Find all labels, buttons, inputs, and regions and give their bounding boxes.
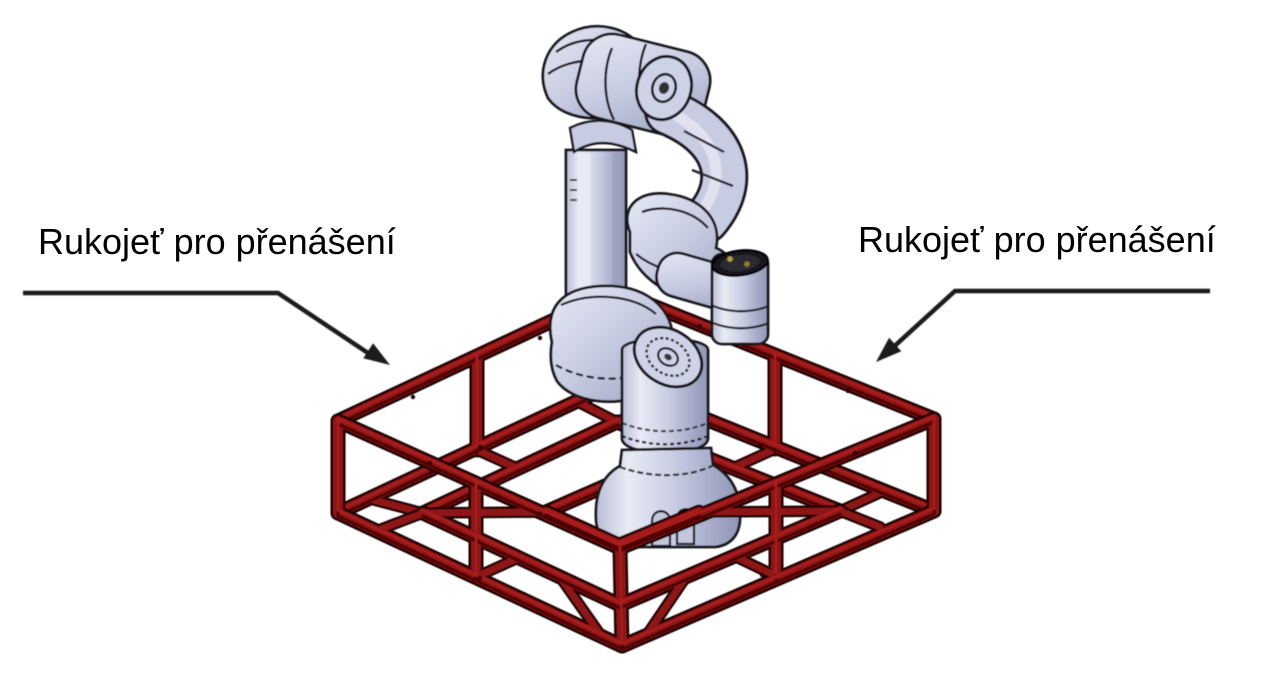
leader-line-left	[23, 290, 373, 357]
leader-line-right	[886, 288, 1210, 354]
callout-label-left: Rukojeť pro přenášení	[38, 221, 396, 262]
arrowhead-left	[363, 343, 390, 365]
base-frame-back	[338, 288, 934, 516]
base-frame-front	[338, 416, 934, 649]
robot-arm	[541, 24, 770, 549]
leader-arrow-right	[876, 288, 1210, 362]
robot-shoulder-disc	[632, 325, 704, 389]
frame-holes-front	[427, 450, 858, 581]
frame-holes-back	[410, 323, 851, 450]
robot-elbow-cap	[634, 54, 694, 122]
robot-forearm	[644, 88, 749, 244]
leader-arrow-left	[23, 290, 390, 365]
callout-label-right: Rukojeť pro přenášení	[858, 219, 1216, 260]
flange-connector-pin	[744, 261, 750, 267]
robot-tool-flange	[710, 249, 770, 346]
arrowhead-right	[876, 337, 902, 362]
flange-connector-pin	[727, 256, 733, 262]
